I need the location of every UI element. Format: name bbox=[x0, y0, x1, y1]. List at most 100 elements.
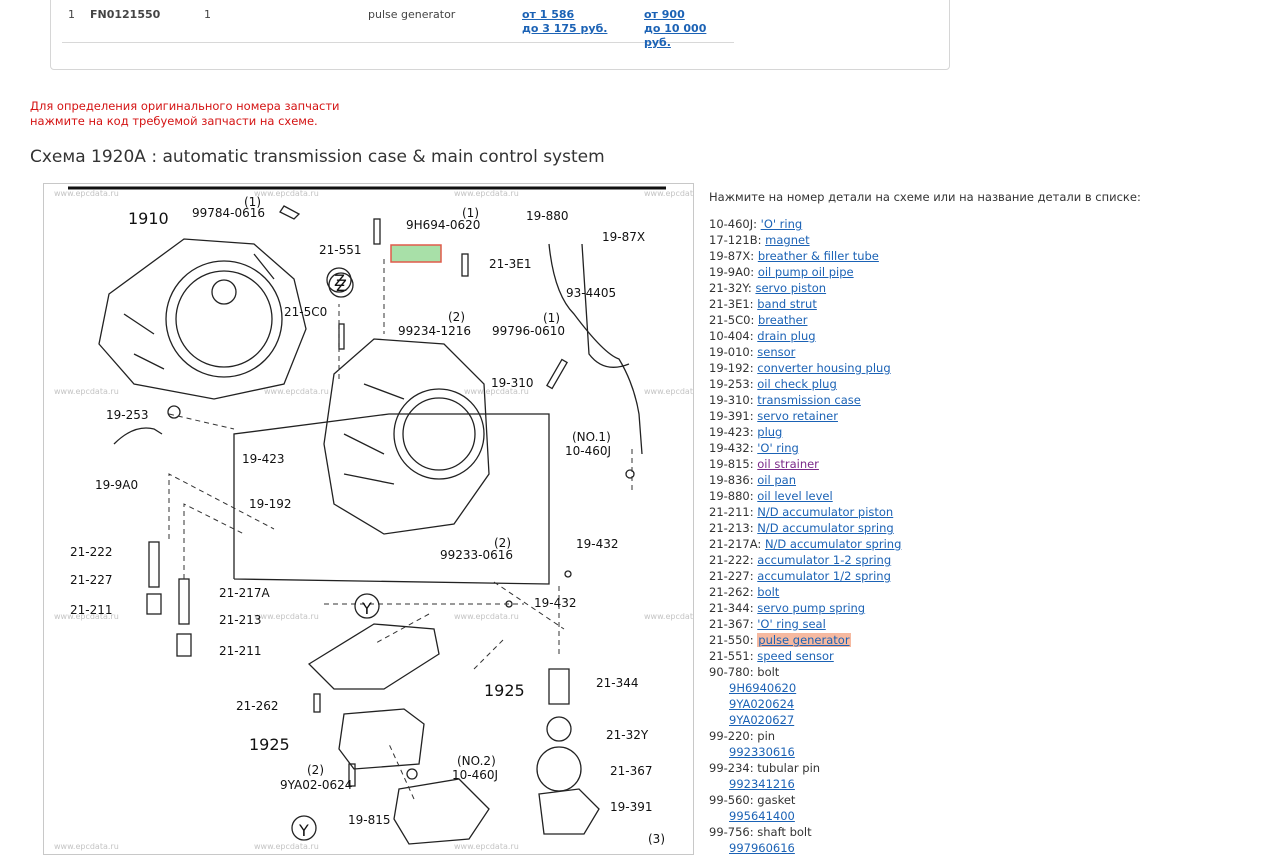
part-link[interactable]: sensor bbox=[757, 345, 796, 359]
diagram-part-label[interactable]: 21-211 bbox=[70, 603, 113, 617]
diagram-part-label[interactable]: (3) bbox=[648, 832, 665, 846]
part-link[interactable]: accumulator 1-2 spring bbox=[757, 553, 892, 567]
diagram-part-label[interactable]: 19-880 bbox=[526, 209, 569, 223]
part-link[interactable]: 'O' ring bbox=[757, 441, 799, 455]
part-code: 21-344: bbox=[709, 601, 754, 615]
diagram-part-label[interactable]: 21-551 bbox=[319, 243, 362, 257]
diagram-part-label[interactable]: 21-32Y bbox=[606, 728, 649, 742]
diagram-part-label[interactable]: 19-310 bbox=[491, 376, 534, 390]
part-link[interactable]: 'O' ring seal bbox=[757, 617, 826, 631]
diagram-part-label[interactable]: 19-432 bbox=[534, 596, 577, 610]
part-link[interactable]: oil level level bbox=[757, 489, 833, 503]
diagram-part-label[interactable]: 99234-1216 bbox=[398, 324, 471, 338]
part-link[interactable]: pulse generator bbox=[757, 633, 851, 647]
part-link[interactable]: servo pump spring bbox=[757, 601, 866, 615]
diagram-part-label[interactable]: (1) bbox=[462, 206, 479, 220]
diagram-part-label[interactable]: 21-217A bbox=[219, 586, 271, 600]
diagram-part-label[interactable]: 19-432 bbox=[576, 537, 619, 551]
part-number-link[interactable]: 995641400 bbox=[729, 809, 795, 823]
watermark: www.epcdata.ru bbox=[644, 387, 693, 396]
diagram-part-label[interactable]: Z bbox=[336, 276, 347, 295]
part-link[interactable]: band strut bbox=[757, 297, 817, 311]
part-link[interactable]: converter housing plug bbox=[757, 361, 891, 375]
diagram-part-label[interactable]: (NO.2) bbox=[457, 754, 496, 768]
part-link[interactable]: transmission case bbox=[757, 393, 861, 407]
part-code: 21-3E1: bbox=[709, 297, 754, 311]
diagram-part-label[interactable]: 99233-0616 bbox=[440, 548, 513, 562]
diagram-part-label[interactable]: 19-9A0 bbox=[95, 478, 138, 492]
part-link[interactable]: speed sensor bbox=[757, 649, 834, 663]
callout-circle bbox=[326, 267, 352, 293]
part-link[interactable]: plug bbox=[757, 425, 783, 439]
part-link[interactable]: magnet bbox=[765, 233, 810, 247]
diagram-part-label[interactable]: 21-262 bbox=[236, 699, 279, 713]
diagram-part-label[interactable]: 19-192 bbox=[249, 497, 292, 511]
diagram-part-label[interactable]: Y bbox=[361, 599, 372, 618]
part-number-link[interactable]: 992330616 bbox=[729, 745, 795, 759]
diagram-part-label[interactable]: (2) bbox=[448, 310, 465, 324]
list-item: 21-5C0: breather bbox=[709, 312, 901, 328]
diagram-part-label[interactable]: (1) bbox=[244, 195, 261, 209]
diagram-part-label[interactable]: Z bbox=[334, 271, 345, 290]
part-link[interactable]: breather bbox=[757, 313, 808, 327]
diagram-part-label[interactable]: 21-222 bbox=[70, 545, 113, 559]
part-number-link[interactable]: 997960616 bbox=[729, 841, 795, 855]
diagram-part-label[interactable]: 19-87X bbox=[602, 230, 645, 244]
part-link[interactable]: servo retainer bbox=[757, 409, 838, 423]
part-link[interactable]: N/D accumulator spring bbox=[764, 537, 902, 551]
part-code: 19-010: bbox=[709, 345, 754, 359]
diagram-part-label[interactable]: 19-815 bbox=[348, 813, 391, 827]
diagram-part-label[interactable]: 21-3E1 bbox=[489, 257, 531, 271]
part-link[interactable]: drain plug bbox=[757, 329, 816, 343]
part-link[interactable]: N/D accumulator piston bbox=[757, 505, 894, 519]
diagram-part-label[interactable]: 99796-0610 bbox=[492, 324, 565, 338]
part-number-link[interactable]: 992341216 bbox=[729, 777, 795, 791]
part-link[interactable]: servo piston bbox=[755, 281, 827, 295]
diagram-part-label[interactable]: 21-211 bbox=[219, 644, 262, 658]
diagram-part-label[interactable]: 9H694-0620 bbox=[406, 218, 480, 232]
diagram-part-label[interactable]: 19-391 bbox=[610, 800, 653, 814]
part-link[interactable]: oil pan bbox=[757, 473, 796, 487]
diagram-part-label[interactable]: 21-5C0 bbox=[284, 305, 327, 319]
original-price-link[interactable]: от 1 586 до 3 175 руб. bbox=[522, 8, 608, 35]
part-link[interactable]: oil pump oil pipe bbox=[757, 265, 854, 279]
part-link[interactable]: accumulator 1/2 spring bbox=[757, 569, 891, 583]
part-link[interactable]: oil strainer bbox=[757, 457, 819, 471]
diagram-part-label[interactable]: 93-4405 bbox=[566, 286, 616, 300]
diagram-part-label[interactable]: 99784-0616 bbox=[192, 206, 265, 220]
diagram-part-label[interactable]: 1925 bbox=[249, 735, 290, 754]
diagram-part-label[interactable]: (NO.1) bbox=[572, 430, 611, 444]
diagram-part-label[interactable]: 21-227 bbox=[70, 573, 113, 587]
part-link[interactable]: N/D accumulator spring bbox=[757, 521, 894, 535]
diagram-part-label[interactable]: 10-460J bbox=[565, 444, 611, 458]
diagram-part-label[interactable]: 1925 bbox=[484, 681, 525, 700]
analog-price-link[interactable]: от 900 до 10 000 руб. bbox=[644, 8, 707, 49]
diagram-part-label[interactable]: (1) bbox=[543, 311, 560, 325]
part-link[interactable]: oil check plug bbox=[757, 377, 837, 391]
diagram-part-label[interactable]: 10-460J bbox=[452, 768, 498, 782]
diagram-part-label[interactable]: 19-253 bbox=[106, 408, 149, 422]
part-link[interactable]: breather & filler tube bbox=[757, 249, 879, 263]
list-item: 21-262: bolt bbox=[709, 584, 901, 600]
diagram-part-label[interactable]: 1910 bbox=[128, 209, 169, 228]
diagram-part-label[interactable]: 21-344 bbox=[596, 676, 639, 690]
list-item: 10-404: drain plug bbox=[709, 328, 901, 344]
callout-circle bbox=[354, 593, 380, 619]
part-link[interactable]: 'O' ring bbox=[760, 217, 803, 231]
diagram-part-label[interactable]: Y bbox=[298, 821, 309, 840]
diagram-part-label[interactable]: 21-213 bbox=[219, 613, 262, 627]
diagram-part-label[interactable]: (2) bbox=[307, 763, 324, 777]
diagram-part-label[interactable]: (2) bbox=[494, 536, 511, 550]
diagram-part-label[interactable]: 19-423 bbox=[242, 452, 285, 466]
part-code: 21-217A: bbox=[709, 537, 762, 551]
group-title: 99-234: tubular pin bbox=[709, 761, 821, 775]
diagram-part-label[interactable]: 9YA02-0624 bbox=[280, 778, 352, 792]
diagram-part-label[interactable]: 21-367 bbox=[610, 764, 653, 778]
part-number-link[interactable]: 9YA020624 bbox=[729, 697, 795, 711]
part-code: 21-222: bbox=[709, 553, 754, 567]
part-number-link[interactable]: 9H6940620 bbox=[729, 681, 797, 695]
part-number-link[interactable]: 9YA020627 bbox=[729, 713, 795, 727]
part-link[interactable]: bolt bbox=[757, 585, 780, 599]
